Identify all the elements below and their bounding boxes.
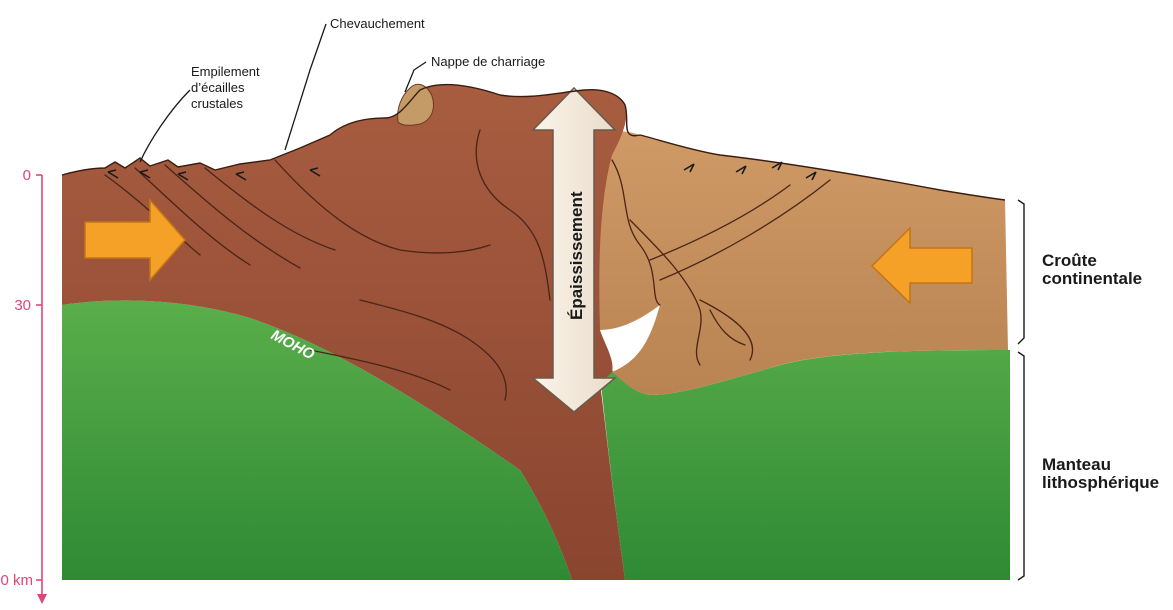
scale-tick-30: 30 [14, 297, 31, 314]
epaississement-label: Épaississement [567, 191, 586, 320]
manteau-label: Manteau lithosphérique [1042, 455, 1159, 492]
manteau-brace [1018, 352, 1024, 580]
croute-label: Croûte continentale [1042, 251, 1142, 288]
empilement-line-1: Empilement [191, 64, 260, 79]
nappe-de-charriage [398, 84, 434, 125]
croute-brace [1018, 200, 1024, 344]
croute-line-2: continentale [1042, 269, 1142, 288]
scale-tick-0: 0 [23, 167, 31, 184]
empilement-line-2: d’écailles [191, 80, 245, 95]
empilement-label: Empilement d’écailles crustales [191, 64, 263, 111]
manteau-line-2: lithosphérique [1042, 473, 1159, 492]
manteau-line-1: Manteau [1042, 455, 1111, 474]
depth-axis [36, 175, 47, 604]
scale-tick-70: 70 km [0, 572, 33, 589]
nappe-label: Nappe de charriage [431, 54, 545, 69]
empilement-line-3: crustales [191, 96, 244, 111]
croute-line-1: Croûte [1042, 251, 1097, 270]
chevauchement-label: Chevauchement [330, 16, 425, 31]
